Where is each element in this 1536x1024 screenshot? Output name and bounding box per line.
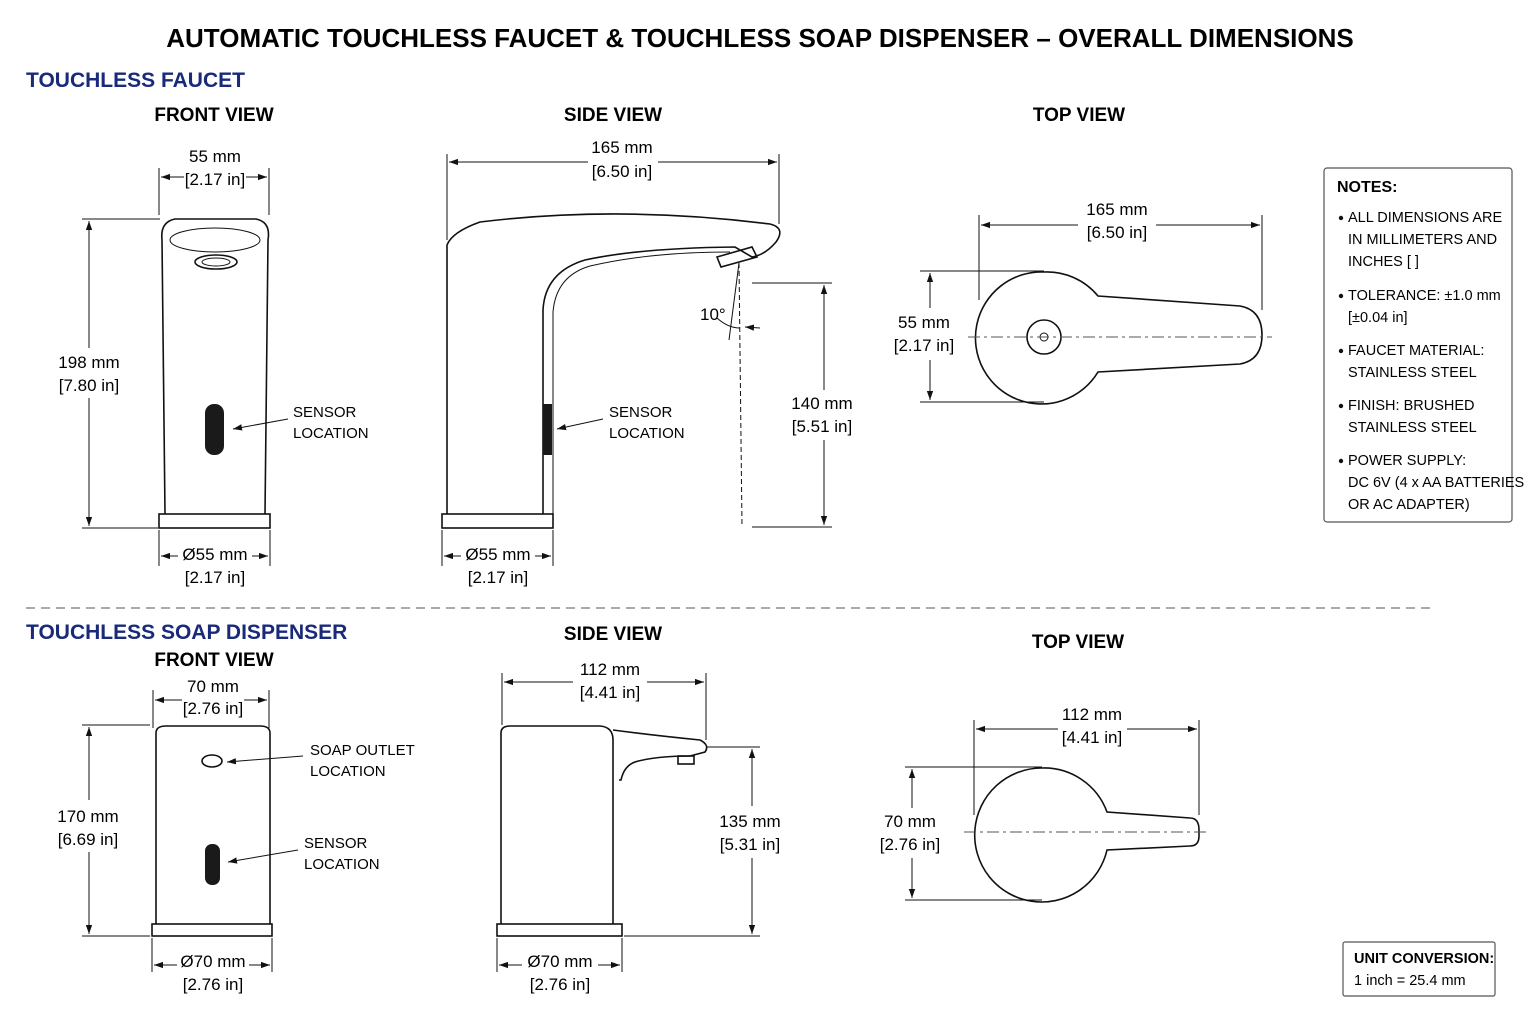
soap-front-height-mm: 170 mm — [57, 807, 118, 826]
svg-text:POWER SUPPLY:: POWER SUPPLY: — [1348, 453, 1466, 469]
faucet-front-height-mm: 198 mm — [58, 353, 119, 372]
faucet-side-length-mm: 165 mm — [591, 138, 652, 157]
svg-text:FAUCET MATERIAL:: FAUCET MATERIAL: — [1348, 343, 1484, 359]
soap-side-height-mm: 135 mm — [719, 812, 780, 831]
faucet-side-view-label: SIDE VIEW — [564, 105, 662, 126]
soap-side-nozzle-icon — [677, 755, 695, 765]
svg-text:IN MILLIMETERS AND: IN MILLIMETERS AND — [1348, 232, 1497, 248]
soap-side-base — [496, 923, 623, 937]
faucet-front-view-label: FRONT VIEW — [154, 105, 273, 126]
soap-top-width-mm: 70 mm — [884, 812, 936, 831]
faucet-front-base — [158, 513, 271, 529]
soap-front-width-mm: 70 mm — [187, 677, 239, 696]
soap-front-base-in: [2.76 in] — [183, 975, 244, 994]
soap-outlet-icon — [201, 754, 223, 768]
soap-front-base — [151, 923, 273, 937]
soap-top-length-mm: 112 mm — [1062, 705, 1122, 724]
spray-angle-label: 10° — [700, 305, 726, 324]
faucet-side-sensor-label-1: SENSOR — [609, 404, 673, 421]
page-title: AUTOMATIC TOUCHLESS FAUCET & TOUCHLESS S… — [166, 23, 1353, 53]
soap-sensor-window-icon — [205, 844, 220, 885]
soap-top-view: TOP VIEW 112 mm [4.41 in] 70 mm [2.76 in… — [880, 632, 1208, 903]
soap-front-body — [155, 725, 271, 924]
svg-text:INCHES [ ]: INCHES [ ] — [1348, 254, 1419, 270]
soap-section-label: TOUCHLESS SOAP DISPENSER — [26, 621, 347, 644]
soap-side-view: SIDE VIEW 112 mm [4.41 in] 135 mm [5.31 … — [496, 624, 781, 994]
faucet-section-label: TOUCHLESS FAUCET — [26, 69, 245, 92]
faucet-front-sensor-label-1: SENSOR — [293, 404, 357, 421]
faucet-side-view: SIDE VIEW 165 mm [6.50 in] 10° 140 mm [5… — [441, 105, 853, 587]
note-item: TOLERANCE: ±1.0 mm [±0.04 in] — [1338, 288, 1501, 326]
faucet-front-base-in: [2.17 in] — [185, 568, 246, 587]
note-item: FAUCET MATERIAL: STAINLESS STEEL — [1338, 343, 1484, 381]
faucet-side-base-mm: Ø55 mm — [465, 545, 530, 564]
unit-conversion-heading: UNIT CONVERSION: — [1354, 951, 1494, 967]
spout-outlet-icon — [715, 246, 759, 268]
faucet-side-height-in: [5.51 in] — [792, 417, 853, 436]
faucet-side-body — [446, 213, 781, 514]
note-item: POWER SUPPLY: DC 6V (4 x AA BATTERIES OR… — [1338, 453, 1524, 513]
soap-top-view-label: TOP VIEW — [1032, 632, 1124, 653]
faucet-front-width-mm: 55 mm — [189, 147, 241, 166]
faucet-side-sensor-icon — [543, 404, 552, 455]
notes-heading: NOTES: — [1337, 179, 1397, 196]
faucet-side-length-in: [6.50 in] — [592, 162, 653, 181]
svg-text:DC 6V (4 x AA BATTERIES: DC 6V (4 x AA BATTERIES — [1348, 475, 1524, 491]
faucet-front-sensor-label-2: LOCATION — [293, 425, 369, 442]
faucet-front-body — [160, 218, 270, 515]
soap-side-body — [500, 725, 614, 924]
faucet-top-length-mm: 165 mm — [1086, 200, 1147, 219]
soap-front-base-mm: Ø70 mm — [180, 952, 245, 971]
faucet-side-sensor-label-2: LOCATION — [609, 425, 685, 442]
faucet-top-width-mm: 55 mm — [898, 313, 950, 332]
faucet-front-base-mm: Ø55 mm — [182, 545, 247, 564]
soap-side-base-mm: Ø70 mm — [527, 952, 592, 971]
notes-box: NOTES: ALL DIMENSIONS ARE IN MILLIMETERS… — [1323, 167, 1524, 523]
svg-text:ALL DIMENSIONS ARE: ALL DIMENSIONS ARE — [1348, 210, 1503, 226]
unit-conversion-text: 1 inch = 25.4 mm — [1354, 973, 1466, 989]
soap-side-view-label: SIDE VIEW — [564, 624, 662, 645]
soap-side-length-in: [4.41 in] — [580, 683, 641, 702]
svg-text:OR AC ADAPTER): OR AC ADAPTER) — [1348, 497, 1470, 513]
soap-top-width-in: [2.76 in] — [880, 835, 941, 854]
svg-text:STAINLESS STEEL: STAINLESS STEEL — [1348, 420, 1477, 436]
faucet-side-base — [441, 513, 554, 529]
faucet-front-height-in: [7.80 in] — [59, 376, 120, 395]
svg-text:STAINLESS STEEL: STAINLESS STEEL — [1348, 365, 1477, 381]
soap-sensor-label-1: SENSOR — [304, 835, 368, 852]
soap-outlet-label-2: LOCATION — [310, 763, 386, 780]
svg-text:TOLERANCE: ±1.0 mm: TOLERANCE: ±1.0 mm — [1348, 288, 1501, 304]
faucet-side-height-mm: 140 mm — [791, 394, 852, 413]
faucet-front-view: FRONT VIEW 55 mm [2.17 in] 198 mm [7.80 … — [58, 105, 368, 587]
faucet-side-base-in: [2.17 in] — [468, 568, 529, 587]
note-item: ALL DIMENSIONS ARE IN MILLIMETERS AND IN… — [1338, 210, 1503, 270]
soap-front-view: FRONT VIEW 70 mm [2.76 in] 170 mm [6.69 … — [57, 650, 414, 994]
soap-side-height-in: [5.31 in] — [720, 835, 781, 854]
soap-side-base-in: [2.76 in] — [530, 975, 591, 994]
soap-front-view-label: FRONT VIEW — [154, 650, 273, 671]
unit-conversion-box: UNIT CONVERSION: 1 inch = 25.4 mm — [1342, 941, 1496, 997]
faucet-top-view-label: TOP VIEW — [1033, 105, 1125, 126]
soap-side-length-mm: 112 mm — [580, 660, 640, 679]
faucet-top-width-in: [2.17 in] — [894, 336, 955, 355]
soap-sensor-label-2: LOCATION — [304, 856, 380, 873]
soap-front-width-in: [2.76 in] — [183, 699, 244, 718]
soap-outlet-label-1: SOAP OUTLET — [310, 742, 415, 759]
soap-side-spout — [612, 729, 708, 781]
svg-text:FINISH: BRUSHED: FINISH: BRUSHED — [1348, 398, 1475, 414]
faucet-front-width-in: [2.17 in] — [185, 170, 246, 189]
soap-top-outline — [973, 767, 1200, 903]
faucet-top-outline — [974, 271, 1263, 405]
faucet-top-length-in: [6.50 in] — [1087, 223, 1148, 242]
aerator-icon — [194, 254, 238, 270]
note-item: FINISH: BRUSHED STAINLESS STEEL — [1338, 398, 1477, 436]
sensor-window-icon — [205, 404, 224, 455]
svg-text:[±0.04 in]: [±0.04 in] — [1348, 310, 1408, 326]
soap-top-length-in: [4.41 in] — [1062, 728, 1123, 747]
faucet-top-view: TOP VIEW 165 mm [6.50 in] 55 mm [2.17 in… — [894, 105, 1272, 405]
soap-front-height-in: [6.69 in] — [58, 830, 119, 849]
